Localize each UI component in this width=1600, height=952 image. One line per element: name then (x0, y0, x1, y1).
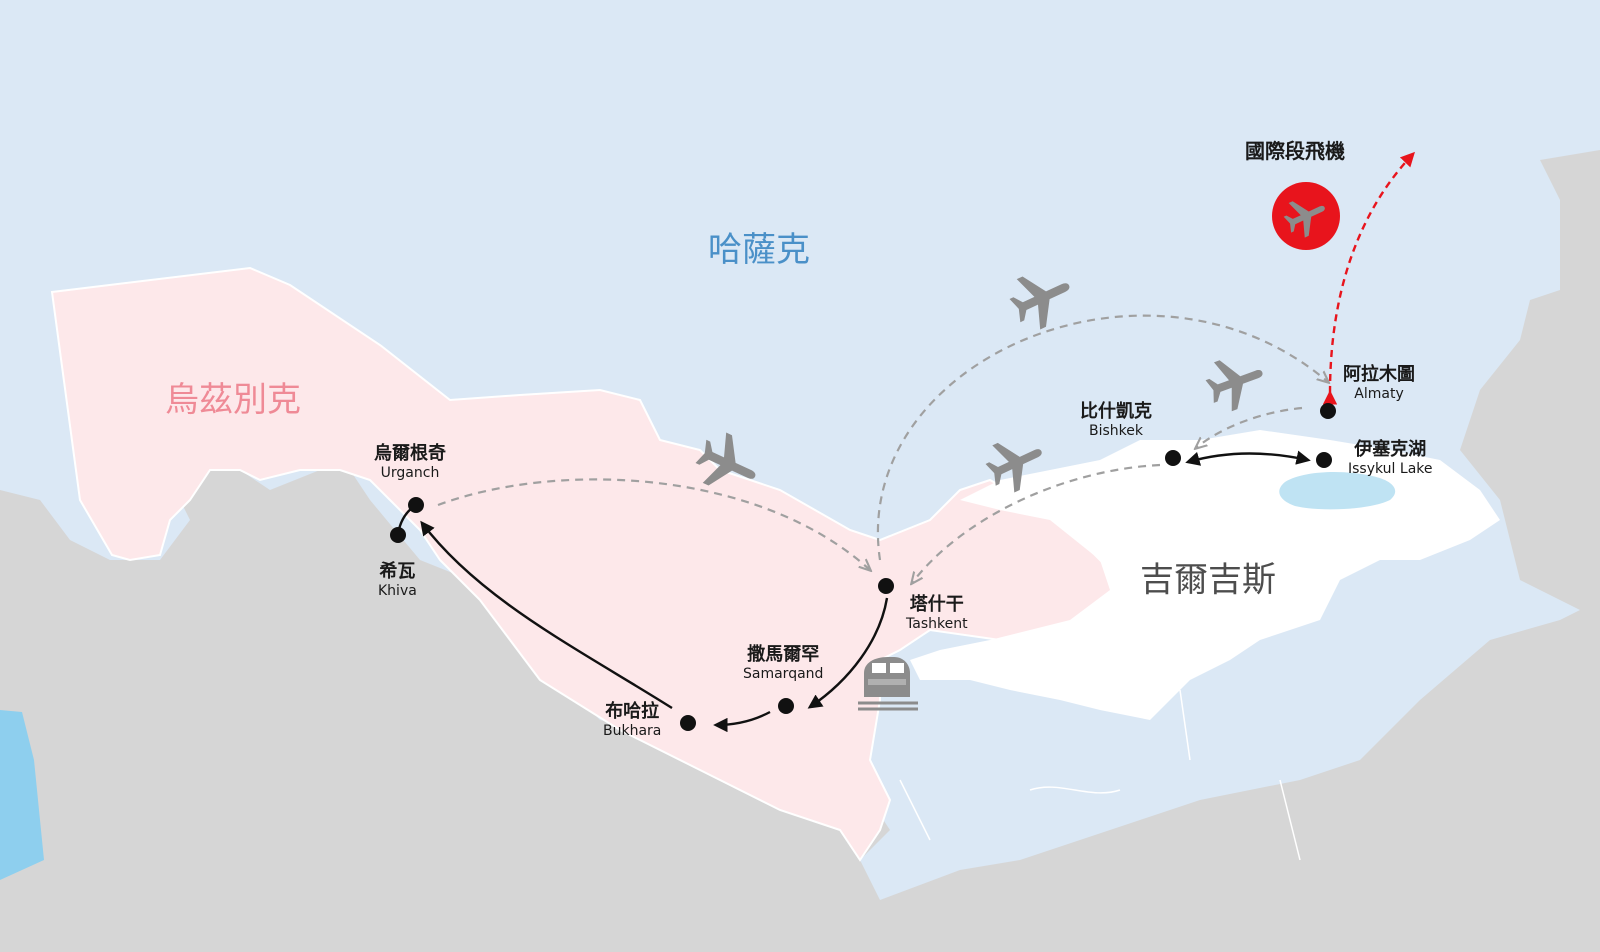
city-marker-tashkent (878, 578, 894, 594)
city-marker-khiva (390, 527, 406, 543)
flight-route-urganch-tashkent (437, 478, 870, 570)
route-samarqand-bukhara (713, 710, 771, 733)
city-marker-bukhara (680, 715, 696, 731)
city-label-urganch: 烏爾根奇 Urganch (374, 443, 446, 481)
city-marker-samarqand (778, 698, 794, 714)
international-flight-route (1322, 151, 1415, 405)
issykul-lake-water (1279, 472, 1396, 510)
city-label-issykul: 伊塞克湖 Issykul Lake (1348, 439, 1433, 477)
city-marker-issykul (1316, 452, 1332, 468)
country-label-kazakhstan: 哈薩克 (708, 230, 810, 270)
uzbekistan-area (50, 266, 1132, 862)
flight-route-tashkent-almaty (876, 314, 1328, 561)
route-tashkent-samarqand (807, 597, 889, 709)
city-marker-bishkek (1165, 450, 1181, 466)
international-flight-label: 國際段飛機 (1245, 139, 1345, 163)
city-label-bukhara: 布哈拉 Bukhara (603, 701, 662, 739)
border-lines (899, 689, 1301, 861)
country-label-kyrgyzstan: 吉爾吉斯 (1140, 560, 1276, 600)
route-bishkek-issykul (1185, 450, 1311, 466)
caspian-water (0, 710, 44, 880)
city-label-tashkent: 塔什干 Tashkent (906, 594, 968, 632)
city-marker-urganch (408, 497, 424, 513)
country-label-uzbekistan: 烏茲別克 (165, 380, 301, 420)
international-flight-icon (1272, 182, 1340, 250)
surrounding-land (0, 470, 1600, 952)
east-land (1460, 150, 1600, 620)
city-label-almaty: 阿拉木圖 Almaty (1343, 364, 1415, 402)
city-label-bishkek: 比什凱克 Bishkek (1080, 401, 1152, 439)
city-label-khiva: 希瓦 Khiva (378, 561, 417, 599)
route-bukhara-urganch (420, 520, 673, 710)
train-icon (858, 657, 918, 711)
flight-route-almaty-bishkek (1196, 406, 1303, 448)
city-marker-almaty (1320, 403, 1336, 419)
city-label-samarqand: 撒馬爾罕 Samarqand (743, 644, 824, 682)
